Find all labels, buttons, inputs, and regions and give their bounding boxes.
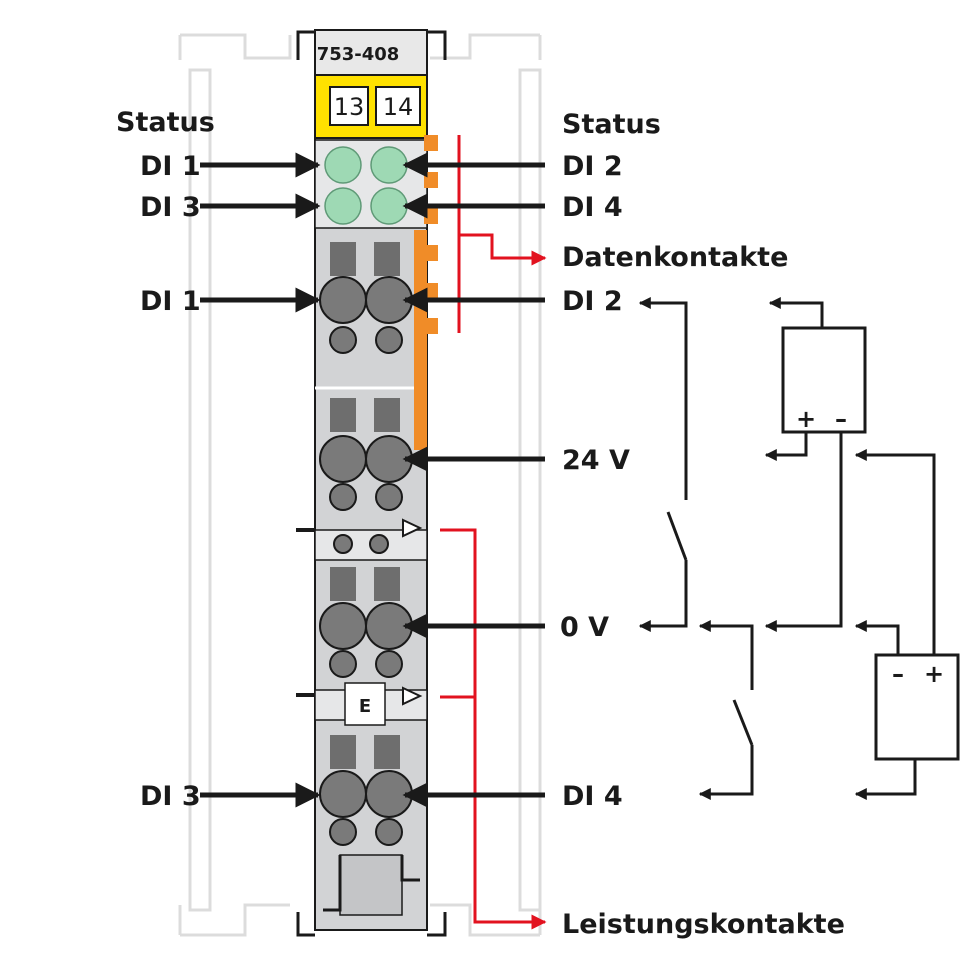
switch-di2 <box>666 511 688 561</box>
supply-top-minus: – <box>835 405 847 433</box>
led-di1 <box>324 146 362 184</box>
led-label-di4: DI 4 <box>562 192 623 223</box>
part-number: 753-408 <box>317 44 400 65</box>
left-arrows <box>200 152 321 808</box>
supply-top <box>781 326 867 434</box>
terminal-label-di1: DI 1 <box>140 286 201 317</box>
marker-e: E <box>359 696 371 717</box>
supply-bottom-minus: – <box>892 660 904 688</box>
terminal-label-di3: DI 3 <box>140 781 201 812</box>
supply-top-plus: + <box>796 405 816 433</box>
power-contacts-label: Leistungskontakte <box>562 909 845 940</box>
status-label-right: Status <box>562 109 661 140</box>
status-leds <box>324 146 408 225</box>
led-di2 <box>370 146 408 184</box>
channel-number-14: 14 <box>383 93 414 121</box>
channel-marker <box>329 86 421 126</box>
wiring-schematic <box>638 297 960 800</box>
terminal-label-di4: DI 4 <box>562 781 623 812</box>
status-label-left: Status <box>116 107 215 138</box>
right-arrows <box>402 152 545 808</box>
terminal-label-0v: 0 V <box>560 612 609 643</box>
led-label-di3: DI 3 <box>140 192 201 223</box>
terminal-label-di2: DI 2 <box>562 286 623 317</box>
led-di4 <box>370 187 408 225</box>
marker-e-box <box>344 682 386 726</box>
terminal-blocks <box>319 242 413 846</box>
channel-number-13: 13 <box>334 93 365 121</box>
neighbor-outline <box>178 33 542 937</box>
led-di3 <box>324 187 362 225</box>
supply-bottom-plus: + <box>924 660 944 688</box>
supply-bottom <box>874 653 960 761</box>
switch-di4 <box>732 699 754 746</box>
terminal-label-24v: 24 V <box>562 445 630 476</box>
data-contacts-label: Datenkontakte <box>562 242 788 273</box>
led-label-di1: DI 1 <box>140 151 201 182</box>
power-contacts-bracket <box>440 528 547 930</box>
led-label-di2: DI 2 <box>562 151 623 182</box>
